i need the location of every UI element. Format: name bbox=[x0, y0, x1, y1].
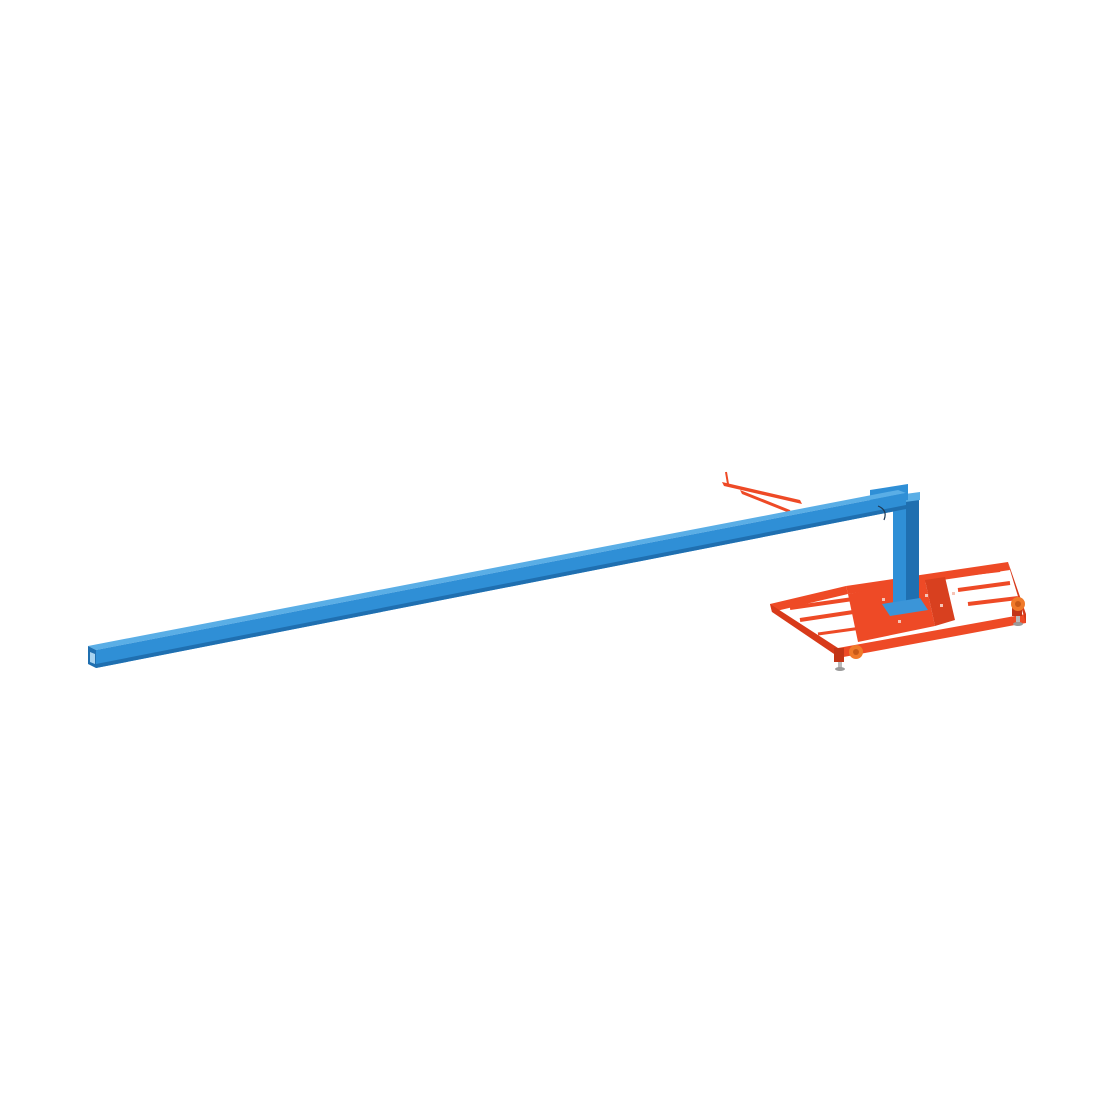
caster-left bbox=[834, 645, 863, 671]
center-mount-plate-shade bbox=[925, 577, 955, 626]
base-frame-left-end bbox=[770, 604, 840, 658]
base-frame-back-rail bbox=[846, 562, 1010, 594]
crossbar-1 bbox=[789, 596, 861, 610]
crossbar-6 bbox=[967, 596, 1019, 606]
crossbar-4 bbox=[947, 568, 1001, 578]
base-frame-left-rail bbox=[770, 586, 848, 612]
crossbar-5 bbox=[957, 581, 1011, 592]
vertical-post bbox=[882, 492, 928, 616]
horizontal-beam bbox=[88, 490, 906, 668]
caster-right bbox=[1011, 597, 1025, 626]
base-frame-front-rail-main bbox=[838, 614, 1026, 658]
post-base-plate bbox=[882, 598, 928, 616]
